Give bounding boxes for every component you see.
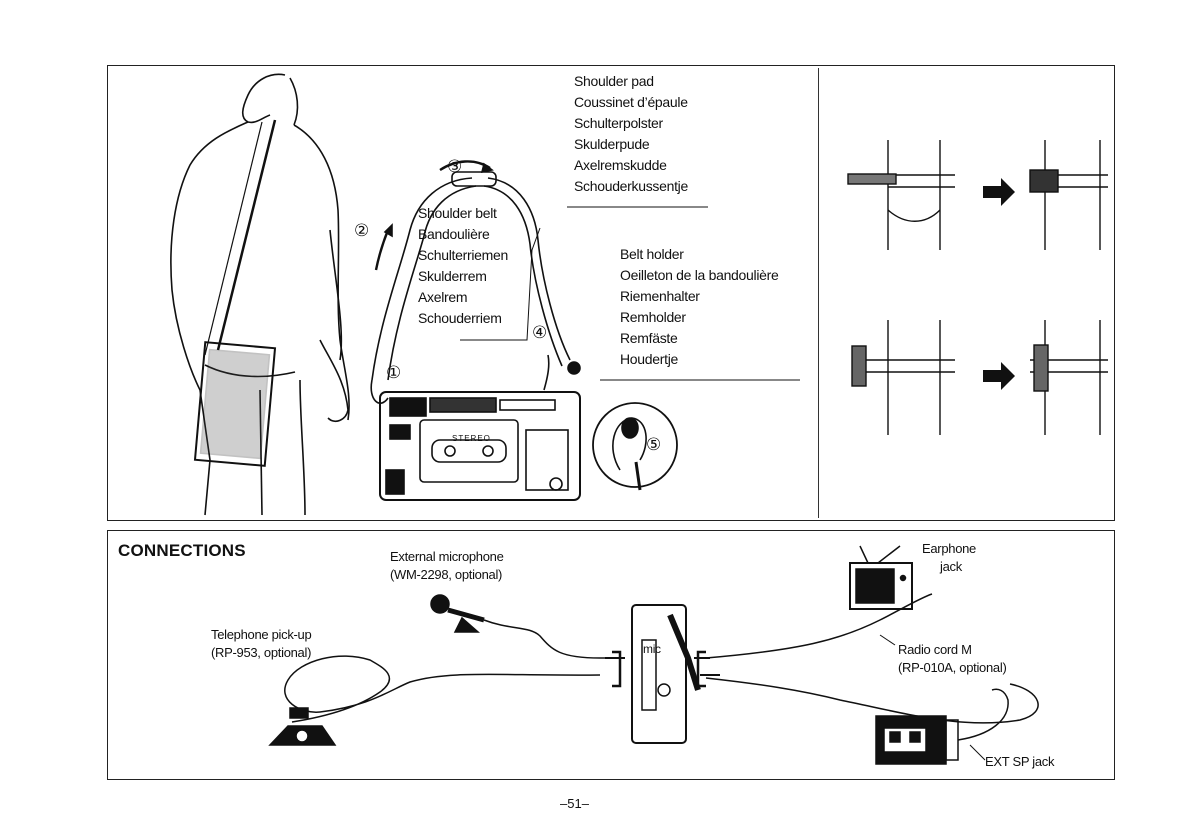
telephone-pickup-label: Telephone pick-up (RP-953, optional) [211, 626, 312, 662]
man-with-shoulder-bag-illustration [170, 73, 350, 516]
label-shoulder-pad-de: Schulterpolster [574, 115, 663, 131]
label-shoulder-pad-nl: Schouderkussentje [574, 178, 688, 194]
label-shoulder-pad-fr: Coussinet d’épaule [574, 94, 688, 110]
radio-cord-label: Radio cord M (RP-010A, optional) [898, 641, 1007, 677]
label-shoulder-pad-en: Shoulder pad [574, 73, 654, 89]
step-2-marker: ② [354, 221, 370, 240]
connections-panel [107, 530, 1115, 780]
label-shoulder-belt-fr: Bandoulière [418, 226, 490, 242]
loop-detail-illustration [592, 402, 678, 491]
radio-cord-line1: Radio cord M [898, 642, 972, 657]
shoulder-strap-illustration [370, 160, 800, 404]
label-shoulder-belt-nl: Schouderriem [418, 310, 502, 326]
label-shoulder-belt-da: Skulderrem [418, 268, 487, 284]
stereo-recorder-illustration [379, 391, 581, 501]
label-belt-holder-de: Riemenhalter [620, 288, 700, 304]
label-shoulder-pad-da: Skulderpude [574, 136, 650, 152]
telephone-pickup-line2: (RP-953, optional) [211, 645, 312, 660]
earphone-jack-line2: jack [940, 559, 962, 574]
ext-sp-jack-label: EXT SP jack [985, 754, 1055, 769]
panel-divider [818, 68, 819, 518]
external-microphone-line2: (WM-2298, optional) [390, 567, 503, 582]
label-shoulder-belt-de: Schulterriemen [418, 247, 508, 263]
step-4-marker: ④ [532, 323, 548, 342]
label-belt-holder-nl: Houdertje [620, 351, 679, 367]
external-microphone-line1: External microphone [390, 549, 504, 564]
step-3-marker: ③ [447, 157, 463, 176]
earphone-jack-line1: Earphone [922, 541, 976, 556]
telephone-pickup-line1: Telephone pick-up [211, 627, 312, 642]
label-belt-holder-sv: Remfäste [620, 330, 678, 346]
mic-jack-label: mic [643, 642, 661, 656]
label-shoulder-pad-sv: Axelremskudde [574, 157, 667, 173]
connections-heading: CONNECTIONS [118, 541, 246, 560]
page-number: –51– [560, 796, 589, 811]
microphone-head [430, 594, 450, 614]
shoulder-belt-labels: Shoulder belt Bandoulière Schulterriemen… [418, 203, 508, 329]
shoulder-pad-labels: Shoulder pad Coussinet d’épaule Schulter… [574, 71, 688, 197]
strap-attachment-panel [107, 65, 1115, 521]
external-microphone-label: External microphone (WM-2298, optional) [390, 548, 504, 584]
label-belt-holder-da: Remholder [620, 309, 686, 325]
label-belt-holder-fr: Oeilleton de la bandoulière [620, 267, 779, 283]
label-belt-holder-en: Belt holder [620, 246, 684, 262]
recorder-stereo-badge: STEREO [452, 434, 491, 443]
earphone-jack-label: Earphone jack [922, 540, 976, 576]
shoulder-pad-shape [451, 171, 497, 187]
arrow-right-icons [983, 178, 1015, 390]
step-1-marker: ① [386, 363, 402, 382]
belt-holder-labels: Belt holder Oeilleton de la bandoulière … [620, 244, 779, 370]
step-5-marker: ⑤ [646, 435, 662, 454]
belt-clip-illustrations [847, 140, 1108, 435]
radio-cord-line2: (RP-010A, optional) [898, 660, 1007, 675]
connections-illustrations [268, 545, 1039, 765]
label-shoulder-belt-sv: Axelrem [418, 289, 468, 305]
label-shoulder-belt-en: Shoulder belt [418, 205, 497, 221]
